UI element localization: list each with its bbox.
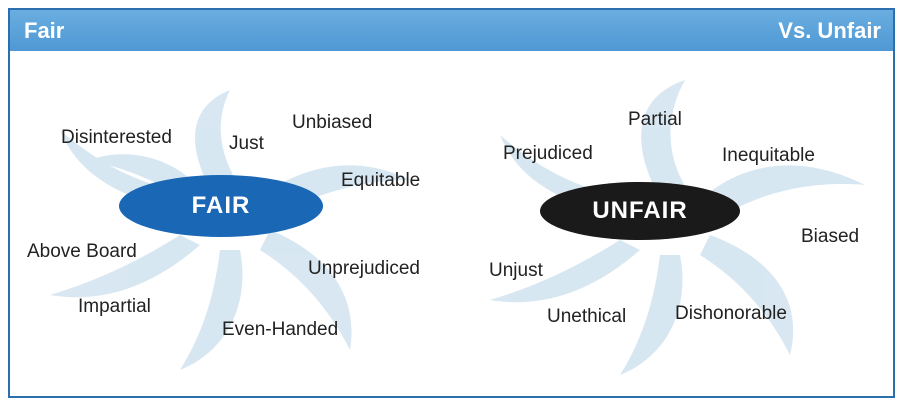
fair-word: Just [229, 133, 264, 154]
fair-word: Impartial [78, 296, 151, 317]
unfair-oval: UNFAIR [540, 182, 740, 240]
unfair-word: Inequitable [722, 145, 815, 166]
fair-word: Unbiased [292, 112, 373, 133]
fair-oval: FAIR [119, 175, 323, 237]
unfair-word: Unethical [547, 306, 627, 327]
fair-word: Equitable [341, 170, 421, 191]
unfair-word: Unjust [489, 260, 543, 281]
fair-word: Even-Handed [222, 319, 339, 340]
header-right-title: Vs. Unfair [778, 18, 881, 43]
fair-word: Above Board [27, 241, 137, 262]
fair-word: Disinterested [61, 127, 172, 148]
unfair-word: Dishonorable [675, 303, 787, 324]
unfair-word: Partial [628, 109, 682, 130]
header-left-title: Fair [24, 18, 65, 43]
fair-swirl-graphic [50, 90, 410, 370]
unfair-word: Prejudiced [503, 143, 593, 164]
fair-word: Unprejudiced [308, 258, 420, 279]
unfair-word: Biased [801, 226, 860, 247]
header-bar: Fair Vs. Unfair [10, 10, 893, 51]
